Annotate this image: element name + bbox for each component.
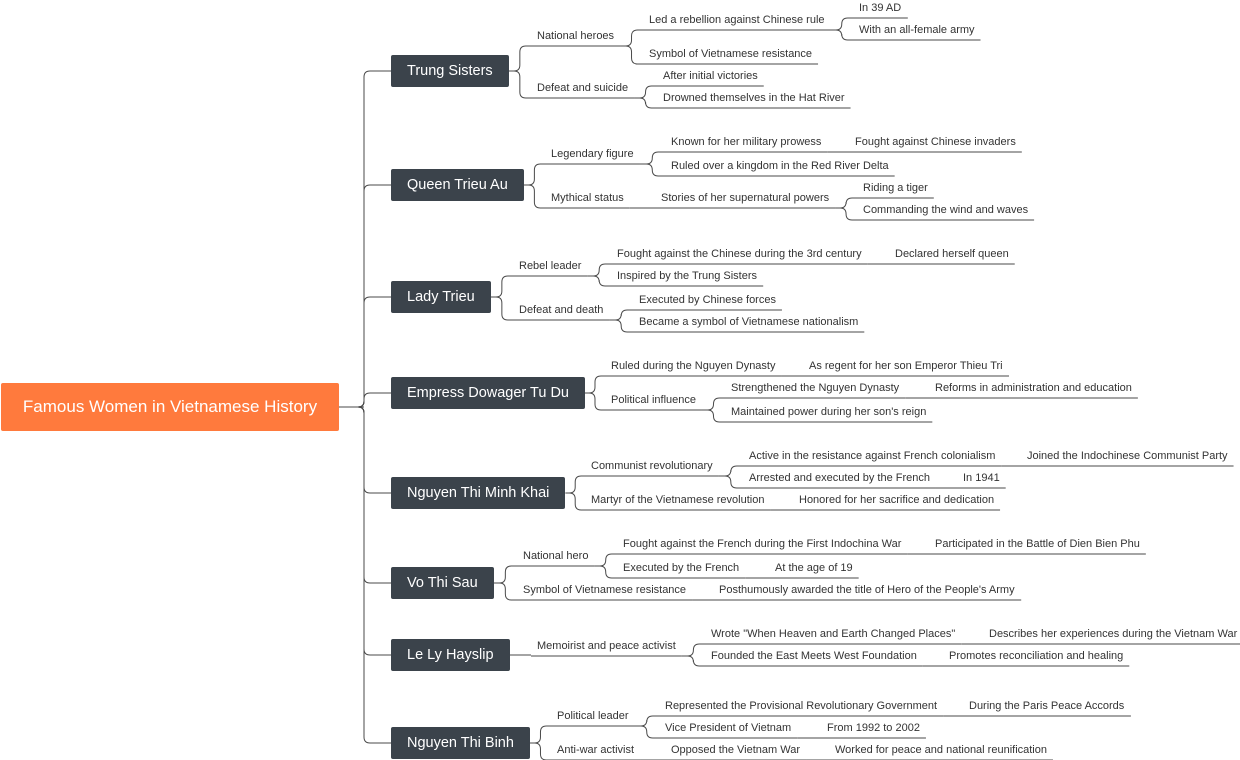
topic-political-leader[interactable]: Political leader: [557, 710, 629, 722]
topic-defeat-and-death[interactable]: Defeat and death: [519, 304, 604, 316]
topic-rebel-leader[interactable]: Rebel leader: [519, 260, 582, 272]
topic-political-influence[interactable]: Political influence: [611, 394, 696, 406]
topic-fought-against-the-chinese-during-the-3r[interactable]: Fought against the Chinese during the 3r…: [617, 248, 862, 260]
branch-queen-trieu-au[interactable]: Queen Trieu Au: [391, 169, 524, 201]
branch-le-ly-hayslip[interactable]: Le Ly Hayslip: [391, 639, 510, 671]
topic-fought-against-the-french-during-the-fir[interactable]: Fought against the French during the Fir…: [623, 538, 902, 550]
topic-ruled-over-a-kingdom-in-the-red-river-de[interactable]: Ruled over a kingdom in the Red River De…: [671, 160, 889, 172]
topic-opposed-the-vietnam-war[interactable]: Opposed the Vietnam War: [671, 744, 801, 756]
topic-as-regent-for-her-son-emperor-thieu-tri[interactable]: As regent for her son Emperor Thieu Tri: [809, 360, 1003, 372]
topic-during-the-paris-peace-accords[interactable]: During the Paris Peace Accords: [969, 700, 1125, 712]
topic-national-heroes[interactable]: National heroes: [537, 30, 615, 42]
topic-symbol-of-vietnamese-resistance[interactable]: Symbol of Vietnamese resistance: [649, 48, 813, 60]
topic-reforms-in-administration-and-education[interactable]: Reforms in administration and education: [935, 382, 1132, 394]
topic-known-for-her-military-prowess[interactable]: Known for her military prowess: [671, 136, 822, 148]
topic-legendary-figure[interactable]: Legendary figure: [551, 148, 634, 160]
topic-represented-the-provisional-revolutionar[interactable]: Represented the Provisional Revolutionar…: [665, 700, 938, 712]
topic-participated-in-the-battle-of-dien-bien-[interactable]: Participated in the Battle of Dien Bien …: [935, 538, 1140, 550]
topic-symbol-of-vietnamese-resistance[interactable]: Symbol of Vietnamese resistance: [523, 584, 687, 596]
topic-anti-war-activist[interactable]: Anti-war activist: [557, 744, 635, 756]
topic-in-1941[interactable]: In 1941: [963, 472, 1000, 484]
topic-national-hero[interactable]: National hero: [523, 550, 589, 562]
topic-describes-her-experiences-during-the-vie[interactable]: Describes her experiences during the Vie…: [989, 628, 1238, 640]
topic-stories-of-her-supernatural-powers[interactable]: Stories of her supernatural powers: [661, 192, 830, 204]
topic-declared-herself-queen[interactable]: Declared herself queen: [895, 248, 1009, 260]
topic-arrested-and-executed-by-the-french[interactable]: Arrested and executed by the French: [749, 472, 930, 484]
topic-executed-by-chinese-forces[interactable]: Executed by Chinese forces: [639, 294, 776, 306]
topic-vice-president-of-vietnam[interactable]: Vice President of Vietnam: [665, 722, 792, 734]
topic-promotes-reconciliation-and-healing[interactable]: Promotes reconciliation and healing: [949, 650, 1124, 662]
topic-ruled-during-the-nguyen-dynasty[interactable]: Ruled during the Nguyen Dynasty: [611, 360, 776, 372]
topic-at-the-age-of-19[interactable]: At the age of 19: [775, 562, 853, 574]
topic-in-39-ad[interactable]: In 39 AD: [859, 2, 902, 14]
topic-memoirist-and-peace-activist[interactable]: Memoirist and peace activist: [537, 640, 676, 652]
topic-commanding-the-wind-and-waves[interactable]: Commanding the wind and waves: [863, 204, 1029, 216]
topic-from-1992-to-2002[interactable]: From 1992 to 2002: [827, 722, 920, 734]
topic-founded-the-east-meets-west-foundation[interactable]: Founded the East Meets West Foundation: [711, 650, 917, 662]
topic-with-an-all-female-army[interactable]: With an all-female army: [859, 24, 975, 36]
branch-trung-sisters[interactable]: Trung Sisters: [391, 55, 509, 87]
topic-riding-a-tiger[interactable]: Riding a tiger: [863, 182, 928, 194]
root-topic[interactable]: Famous Women in Vietnamese History: [1, 383, 339, 431]
topic-drowned-themselves-in-the-hat-river[interactable]: Drowned themselves in the Hat River: [663, 92, 845, 104]
topic-executed-by-the-french[interactable]: Executed by the French: [623, 562, 740, 574]
topic-maintained-power-during-her-son-s-reign[interactable]: Maintained power during her son's reign: [731, 406, 927, 418]
topic-martyr-of-the-vietnamese-revolution[interactable]: Martyr of the Vietnamese revolution: [591, 494, 765, 506]
topic-mythical-status[interactable]: Mythical status: [551, 192, 624, 204]
topic-became-a-symbol-of-vietnamese-nationalis[interactable]: Became a symbol of Vietnamese nationalis…: [639, 316, 859, 328]
topic-worked-for-peace-and-national-reunificat[interactable]: Worked for peace and national reunificat…: [835, 744, 1047, 756]
branch-nguyen-thi-minh-khai[interactable]: Nguyen Thi Minh Khai: [391, 477, 566, 509]
topic-defeat-and-suicide[interactable]: Defeat and suicide: [537, 82, 629, 94]
topic-active-in-the-resistance-against-french-[interactable]: Active in the resistance against French …: [749, 450, 996, 462]
topic-strengthened-the-nguyen-dynasty[interactable]: Strengthened the Nguyen Dynasty: [731, 382, 900, 394]
branch-nguyen-thi-binh[interactable]: Nguyen Thi Binh: [391, 727, 530, 759]
topic-honored-for-her-sacrifice-and-dedication[interactable]: Honored for her sacrifice and dedication: [799, 494, 995, 506]
topic-inspired-by-the-trung-sisters[interactable]: Inspired by the Trung Sisters: [617, 270, 758, 282]
topic-communist-revolutionary[interactable]: Communist revolutionary: [591, 460, 713, 472]
topic-after-initial-victories[interactable]: After initial victories: [663, 70, 758, 82]
topic-wrote-when-heaven-and-earth-changed-plac[interactable]: Wrote "When Heaven and Earth Changed Pla…: [711, 628, 956, 640]
branch-empress-dowager-tu-du[interactable]: Empress Dowager Tu Du: [391, 377, 585, 409]
branch-vo-thi-sau[interactable]: Vo Thi Sau: [391, 567, 494, 599]
topic-joined-the-indochinese-communist-party[interactable]: Joined the Indochinese Communist Party: [1027, 450, 1228, 462]
topic-fought-against-chinese-invaders[interactable]: Fought against Chinese invaders: [855, 136, 1016, 148]
topic-led-a-rebellion-against-chinese-rule[interactable]: Led a rebellion against Chinese rule: [649, 14, 825, 26]
branch-lady-trieu[interactable]: Lady Trieu: [391, 281, 491, 313]
topic-posthumously-awarded-the-title-of-hero-o[interactable]: Posthumously awarded the title of Hero o…: [719, 584, 1015, 596]
